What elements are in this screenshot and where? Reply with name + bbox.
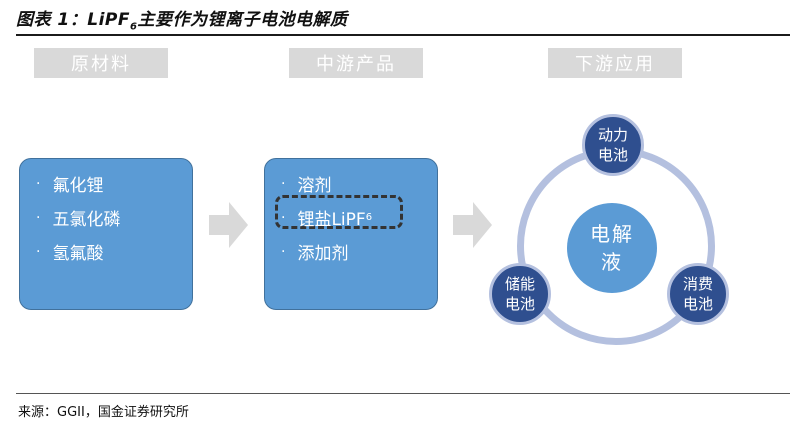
title-prefix: 图表 1：LiPF bbox=[16, 10, 130, 31]
raw-material-item: · 氢氟酸 bbox=[36, 239, 104, 265]
title-subscript: 6 bbox=[129, 21, 138, 33]
stage-tag-midstream: 中游产品 bbox=[289, 48, 423, 78]
figure-title-text: 图表 1：LiPF6主要作为锂离子电池电解质 bbox=[16, 5, 347, 32]
raw-material-label: 氟化锂 bbox=[52, 176, 104, 196]
node-label: 消费 bbox=[682, 275, 713, 293]
bullet: · bbox=[36, 175, 41, 192]
source-note: 来源：GGII，国金证券研究所 bbox=[18, 405, 189, 420]
arrow-right-icon bbox=[209, 202, 248, 248]
consumer-battery-node: 消费 电池 bbox=[667, 263, 729, 325]
midstream-label: 溶剂 bbox=[297, 176, 332, 196]
raw-material-item: · 五氯化磷 bbox=[36, 205, 121, 231]
node-label: 电池 bbox=[682, 295, 713, 313]
raw-material-label: 五氯化磷 bbox=[52, 210, 121, 230]
node-label: 液 bbox=[601, 250, 623, 274]
bullet: · bbox=[36, 243, 41, 260]
stage-tag-downstream: 下游应用 bbox=[548, 48, 682, 78]
raw-material-label: 氢氟酸 bbox=[52, 244, 104, 264]
power-battery-node: 动力 电池 bbox=[582, 114, 644, 176]
footer-rule bbox=[16, 393, 790, 394]
midstream-subscript: 6 bbox=[365, 212, 373, 223]
bullet: · bbox=[36, 209, 41, 226]
highlight-box bbox=[275, 195, 403, 229]
stage-tag-raw-materials: 原材料 bbox=[34, 48, 168, 78]
storage-battery-node: 储能 电池 bbox=[489, 263, 551, 325]
midstream-item: · 溶剂 bbox=[281, 171, 332, 197]
node-label: 电池 bbox=[597, 146, 628, 164]
bullet: · bbox=[281, 209, 286, 226]
bullet: · bbox=[281, 243, 286, 260]
figure-title: 图表 1：LiPF6主要作为锂离子电池电解质 bbox=[16, 6, 790, 32]
bullet: · bbox=[281, 175, 286, 192]
node-label: 储能 bbox=[504, 275, 535, 293]
node-label: 电池 bbox=[504, 295, 535, 313]
title-rule bbox=[16, 34, 790, 36]
node-label: 动力 bbox=[597, 126, 628, 144]
raw-materials-panel: · 氟化锂 · 五氯化磷 · 氢氟酸 bbox=[19, 158, 193, 310]
midstream-item: · 添加剂 bbox=[281, 239, 349, 265]
raw-material-item: · 氟化锂 bbox=[36, 171, 104, 197]
arrow-right-icon bbox=[453, 202, 492, 248]
electrolyte-node: 电解 液 bbox=[567, 203, 657, 293]
midstream-label: 锂盐LiPF bbox=[297, 210, 366, 230]
midstream-label: 添加剂 bbox=[297, 244, 349, 264]
node-label: 电解 bbox=[590, 222, 634, 246]
title-suffix: 主要作为锂离子电池电解质 bbox=[137, 10, 348, 31]
